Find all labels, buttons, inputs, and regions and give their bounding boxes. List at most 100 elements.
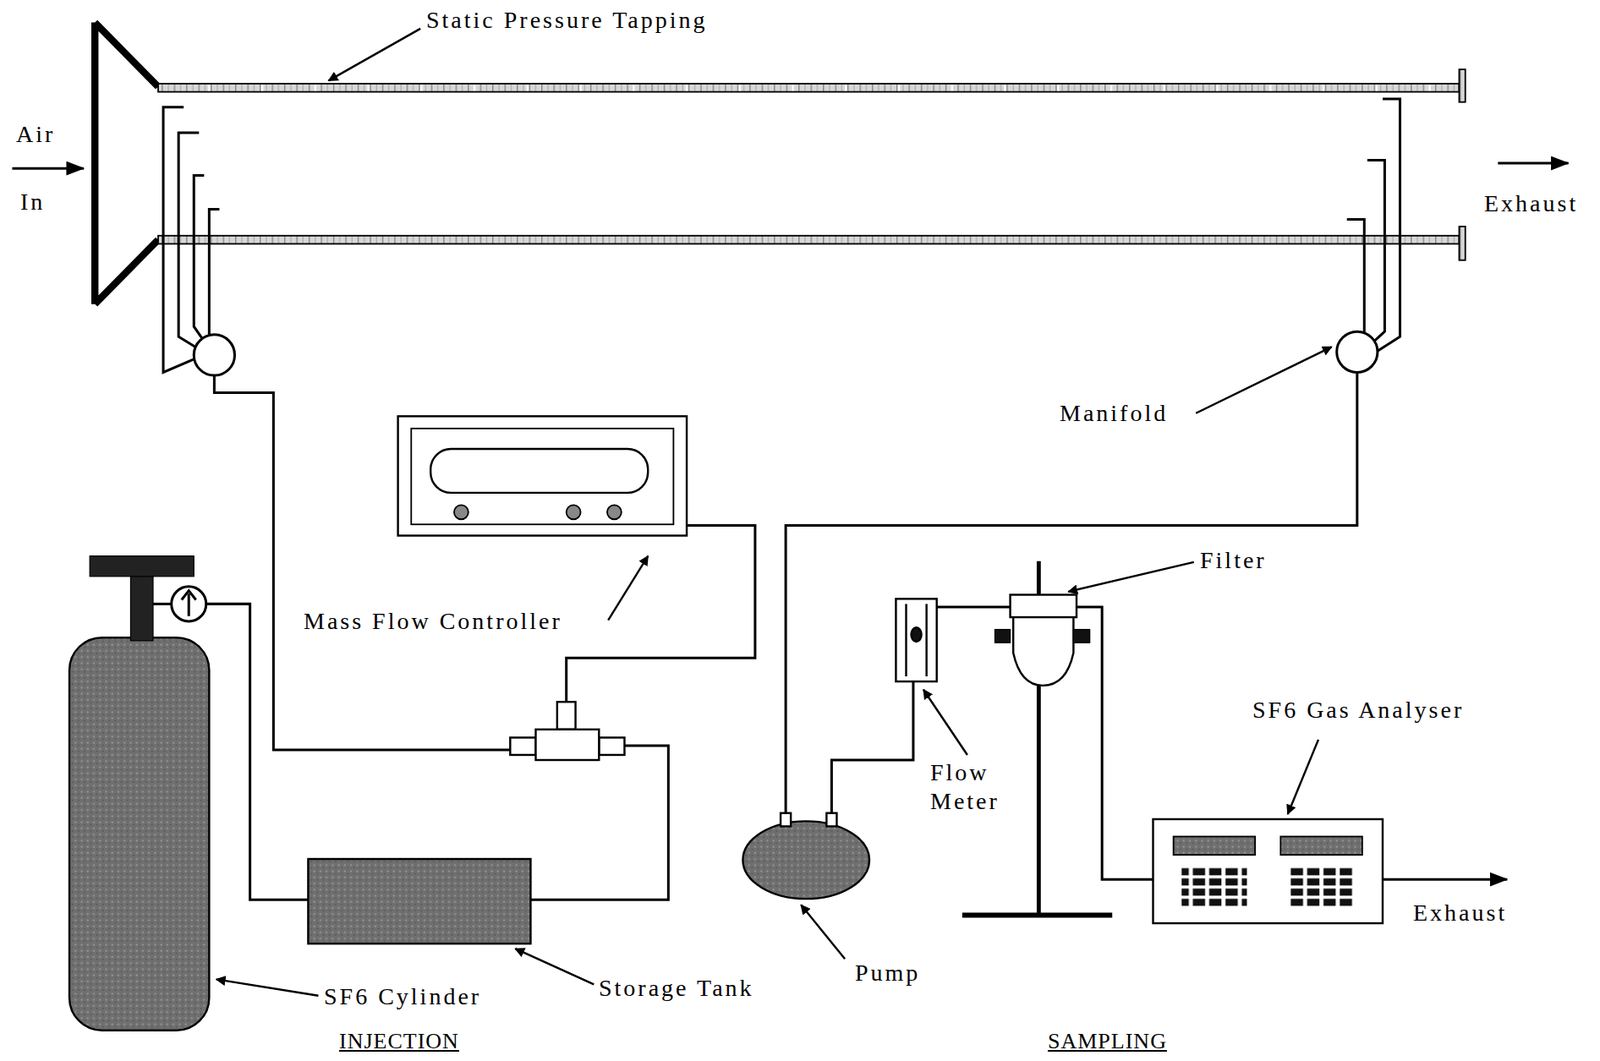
pump-part <box>826 813 837 828</box>
filter-stand-part <box>1010 595 1077 619</box>
sampling-probes-part <box>1367 159 1386 344</box>
pressure-taps-part <box>739 84 741 91</box>
gas-analyser-part <box>1181 867 1247 909</box>
injection-probes-part <box>213 375 510 751</box>
pressure-taps-part <box>579 84 581 91</box>
mass-flow-controller-part <box>454 504 469 520</box>
flow-label: Exhaust <box>1411 898 1509 928</box>
mass-flow-controller-part <box>607 504 622 520</box>
leader-lines-part <box>800 904 845 959</box>
pressure-taps-part <box>1375 84 1378 91</box>
filter-stand-part <box>1013 617 1074 686</box>
storage-tank <box>307 859 531 944</box>
flow-label: Exhaust <box>1482 189 1580 219</box>
injection-probes-part <box>178 132 199 349</box>
tee-junction-part <box>509 737 536 756</box>
pressure-taps-part <box>1057 84 1059 91</box>
sf6-cylinder-part <box>130 573 154 642</box>
sampling-probes-part <box>1347 219 1365 334</box>
injection-probes-part <box>193 334 235 376</box>
leader-lines-part <box>1068 562 1194 592</box>
flow-meter-part <box>904 603 907 677</box>
tee-junction-part <box>557 701 576 730</box>
leader-lines-part <box>608 556 648 621</box>
part-label: Flow Meter <box>928 758 1012 816</box>
test-pipe-part <box>94 22 159 305</box>
filter-stand-part <box>962 912 1113 918</box>
filter-stand-part <box>1073 630 1090 644</box>
flow-meter-part <box>895 598 937 682</box>
test-pipe-part <box>158 83 1459 93</box>
pressure-taps-part <box>1163 84 1166 91</box>
sf6-cylinder-part <box>89 556 194 577</box>
filter-stand-part <box>994 630 1010 644</box>
pressure-taps-part <box>951 84 954 91</box>
gas-analyser-part <box>1173 836 1256 855</box>
flow-label: In <box>18 187 47 217</box>
gas-analyser <box>1152 819 1382 924</box>
mass-flow-controller-part <box>398 416 687 536</box>
leader-lines-part <box>923 690 968 756</box>
injection-lines-part <box>207 603 308 900</box>
sampling-probes-part <box>1336 331 1378 373</box>
tee-junction-part <box>598 737 625 756</box>
part-label: SF6 Cylinder <box>322 982 483 1012</box>
injection-lines-part <box>566 525 756 702</box>
pressure-taps-part <box>526 84 529 91</box>
tee-junction-part <box>535 729 599 761</box>
pressure-taps-part <box>791 84 794 91</box>
injection-probes-part <box>193 175 204 340</box>
pressure-taps-part <box>1110 84 1113 91</box>
sampling-lines-part <box>831 681 914 814</box>
pump <box>742 813 870 899</box>
pump-part <box>742 821 870 899</box>
gas-analyser-part <box>1280 836 1363 855</box>
gas-analyser-part <box>1288 867 1354 909</box>
pressure-taps-part <box>1322 84 1325 91</box>
sampling-lines-part <box>1076 607 1153 880</box>
part-label: Pump <box>853 958 922 988</box>
sf6-cylinder-part <box>153 602 172 606</box>
leader-lines <box>216 28 1332 997</box>
part-label: Static Pressure Tapping <box>424 5 709 35</box>
flow-arrows-part <box>1497 162 1568 165</box>
leader-lines-part <box>515 948 594 985</box>
pressure-taps-part <box>1428 84 1431 91</box>
mass-flow-controller-part <box>430 449 648 494</box>
test-pipe-part <box>1458 69 1465 103</box>
mass-flow-controller-part <box>566 504 581 520</box>
pressure-taps-part <box>314 84 317 91</box>
flow-arrows-part <box>1382 878 1507 882</box>
sf6-cylinder-part <box>69 637 209 1031</box>
injection-lines <box>207 525 756 900</box>
injection-probes-part <box>208 208 220 335</box>
test-pipe-part <box>1458 226 1465 261</box>
section-heading: SAMPLING <box>1046 1028 1169 1055</box>
pressure-taps-part <box>898 84 900 91</box>
pressure-taps-part <box>844 84 847 91</box>
pressure-taps-part <box>1003 84 1006 91</box>
leader-lines-part <box>216 979 319 996</box>
mass-flow-controller <box>398 416 687 536</box>
sf6-cylinder-part <box>181 591 197 617</box>
part-label: Mass Flow Controller <box>301 607 565 636</box>
pressure-taps-part <box>1216 84 1218 91</box>
sampling-probes-part <box>1374 98 1400 353</box>
pressure-taps-part <box>420 84 422 91</box>
pressure-taps-part <box>261 84 264 91</box>
flow-arrows <box>11 163 1568 880</box>
leader-lines-part <box>1195 346 1332 413</box>
sampling-probes-part <box>785 372 1358 813</box>
pump-part <box>780 813 791 828</box>
part-label: Filter <box>1198 546 1269 576</box>
pressure-taps-part <box>367 84 369 91</box>
mass-flow-controller-part <box>410 428 674 525</box>
part-label: SF6 Gas Analyser <box>1250 695 1466 725</box>
sf6-cylinder <box>69 556 209 1031</box>
tee-junction <box>509 701 625 761</box>
flow-meter <box>895 598 937 682</box>
pressure-taps <box>208 84 1430 91</box>
pressure-taps-part <box>685 84 688 91</box>
sampling-lines <box>831 607 1153 880</box>
